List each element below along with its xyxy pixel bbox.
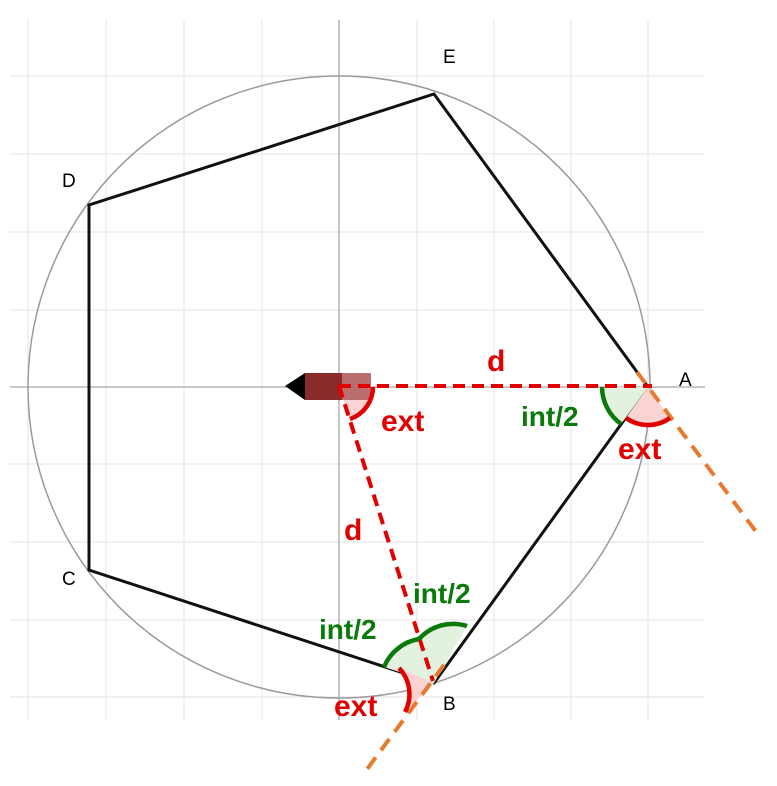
int-half-label-a: int/2: [521, 401, 579, 432]
vertex-label-e: E: [443, 47, 456, 68]
int-half-label-b-left: int/2: [319, 614, 377, 645]
int-half-arc-a: [599, 386, 623, 426]
int-half-arc-b-upper: [417, 621, 468, 641]
radius-to-b: [337, 385, 435, 682]
ext-sector-a: [626, 387, 670, 426]
ext-arc-a: [624, 416, 672, 428]
extension-line-b: [360, 663, 446, 778]
ext-arc-b: [397, 666, 412, 714]
angle-arcs: [349, 386, 672, 714]
distance-label-top: d: [487, 345, 505, 378]
ext-label-center: ext: [381, 405, 424, 438]
ext-arc-center: [349, 386, 376, 422]
int-half-label-b-upper: int/2: [413, 578, 471, 609]
grid: [10, 20, 705, 720]
vertex-label-a: A: [679, 370, 692, 391]
distance-label-left: d: [344, 514, 362, 547]
radii: [337, 384, 652, 682]
vertex-label-c: C: [62, 569, 76, 590]
side-extensions: [360, 370, 762, 778]
extension-line-a: [635, 370, 762, 539]
ext-label-b: ext: [334, 690, 377, 723]
int-half-arc-b-left: [381, 636, 420, 668]
vertex-label-b: B: [443, 694, 456, 715]
vertex-label-d: D: [62, 171, 76, 192]
pentagon: [87, 92, 650, 685]
ext-label-a: ext: [618, 433, 661, 466]
